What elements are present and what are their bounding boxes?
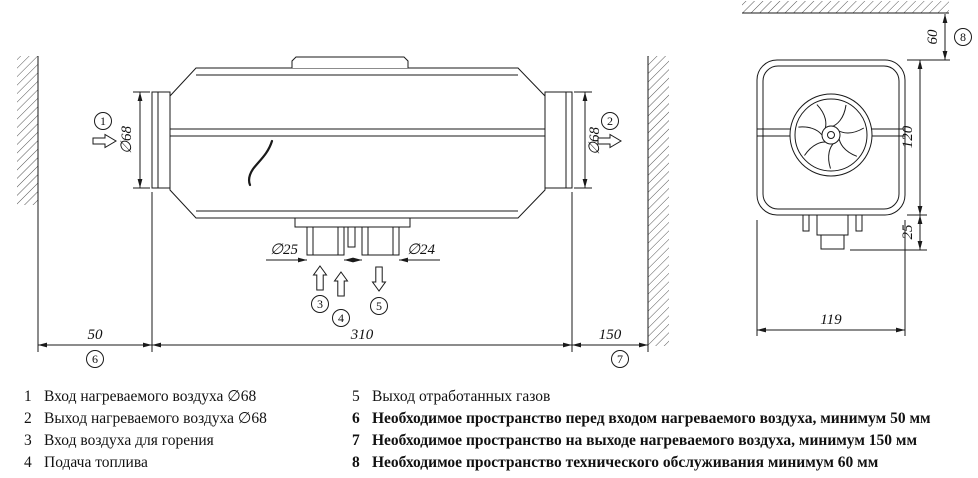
callout-1-badge: [94, 112, 112, 130]
callout-5: 5: [370, 266, 388, 315]
ceiling-hatch: [742, 1, 949, 14]
svg-text:2: 2: [607, 114, 613, 128]
legend-item-number: 5: [352, 388, 360, 405]
dim-bottom-chain: 50 310 150: [38, 192, 648, 352]
dim-stub-height: 25: [850, 215, 927, 251]
legend-item-7: 7 Необходимое пространство на выходе нагр…: [352, 430, 931, 452]
callout-7-badge: [611, 350, 629, 368]
legend-item-text: Подача топлива: [44, 454, 148, 471]
end-stub-lower: [820, 234, 845, 250]
end-body-inner: [762, 65, 900, 210]
end-stub-upper: [816, 214, 849, 236]
callout-5-badge: [370, 297, 388, 315]
svg-text:3: 3: [317, 297, 323, 311]
legend-item-text: Необходимое пространство перед входом на…: [372, 410, 931, 427]
legend-item-text: Необходимое пространство на выходе нагре…: [372, 432, 918, 449]
outlet-clearance-label: 150: [599, 327, 622, 343]
callout-3-badge: [311, 295, 329, 313]
legend-item-number: 6: [352, 410, 360, 427]
legend-item-4: 4 Подача топлива: [24, 452, 267, 474]
body-length-label: 310: [350, 327, 374, 343]
svg-text:1: 1: [100, 114, 106, 128]
heater-body: [169, 67, 546, 219]
end-pin-left: [802, 214, 810, 232]
side-view: [151, 56, 573, 256]
callout-6-badge: [86, 350, 104, 368]
stub-height-label: 25: [900, 224, 916, 240]
legend-item-text: Выход отработанных газов: [372, 388, 551, 405]
top-clearance-label: 60: [925, 29, 941, 45]
legend-item-1: 1 Вход нагреваемого воздуха ∅68: [24, 386, 267, 408]
callout-8-badge: [954, 28, 972, 46]
legend-item-number: 2: [24, 410, 32, 427]
legend-item-text: Выход нагреваемого воздуха ∅68: [44, 410, 267, 427]
front-clearance-label: 50: [88, 327, 104, 343]
callout-2: 2: [597, 112, 622, 149]
callout-8: 8: [954, 28, 972, 46]
legend-item-number: 7: [352, 432, 360, 449]
svg-text:8: 8: [960, 30, 966, 44]
callout-3: 3: [311, 265, 329, 313]
outlet-diameter-label: ∅68: [587, 126, 603, 155]
dim-outlet-diameter: ∅68: [574, 91, 603, 189]
svg-text:5: 5: [376, 299, 382, 313]
callout-4-badge: [332, 309, 350, 327]
callout-2-badge: [601, 112, 619, 130]
dim-inlet-diameter: ∅68: [119, 91, 150, 189]
svg-text:7: 7: [617, 352, 623, 366]
svg-text:4: 4: [338, 311, 344, 325]
wiring-harness: [247, 139, 274, 187]
callout-7: 7: [611, 350, 629, 368]
body-height-label: 120: [900, 125, 916, 148]
flow-arrow-right-icon: [597, 133, 622, 149]
left-wall-hatch: [17, 56, 39, 352]
fan-grille-inner: [794, 98, 868, 172]
legend-item-5: 5 Выход отработанных газов: [352, 386, 931, 408]
dim-body-height: 120: [900, 60, 927, 216]
legend-item-number: 4: [24, 454, 32, 471]
combustion-pipe-diameter-label: ∅25: [270, 242, 299, 258]
legend-item-3: 3 Вход воздуха для горения: [24, 430, 267, 452]
end-pin-right: [855, 214, 863, 232]
callout-1: 1: [92, 112, 117, 149]
legend-item-2: 2 Выход нагреваемого воздуха ∅68: [24, 408, 267, 430]
exhaust-pipe-diameter-label: ∅24: [407, 242, 436, 258]
dim-pipe-diameters: ∅25 ∅24: [266, 242, 440, 263]
callout-6: 6: [86, 350, 104, 368]
technical-drawing: ∅68 ∅68 50 310 150: [17, 1, 972, 368]
right-wall-hatch: [647, 56, 669, 352]
bottom-plate: [294, 217, 411, 228]
flow-arrow-down-icon: [371, 266, 387, 292]
body-width-label: 119: [820, 312, 842, 328]
flow-arrow-up-icon: [312, 265, 328, 291]
svg-text:6: 6: [92, 352, 98, 366]
end-view: [756, 59, 906, 250]
legend-item-number: 3: [24, 432, 32, 449]
legend-item-6: 6 Необходимое пространство перед входом н…: [352, 408, 931, 430]
mounting-rail: [291, 56, 409, 68]
dim-body-width: 119: [756, 220, 906, 336]
flow-arrow-right-icon: [92, 133, 117, 149]
dim-top-clearance: 60: [907, 14, 950, 61]
outlet-flange: [544, 91, 573, 189]
legend-item-8: 8 Необходимое пространство технического о…: [352, 452, 931, 474]
fuel-inlet-pin: [347, 226, 356, 248]
inlet-flange: [151, 91, 171, 189]
callout-4: 4: [332, 271, 350, 327]
legend-item-number: 1: [24, 388, 32, 405]
legend-item-number: 8: [352, 454, 360, 471]
legend-item-text: Необходимое пространство технического об…: [372, 454, 879, 471]
legend-item-text: Вход нагреваемого воздуха ∅68: [44, 388, 257, 405]
legend-item-text: Вход воздуха для горения: [44, 432, 214, 449]
legend-column-left: 1 Вход нагреваемого воздуха ∅68 2 Выход на…: [24, 386, 267, 474]
flow-arrow-up-icon: [333, 271, 349, 297]
inlet-diameter-label: ∅68: [119, 125, 135, 154]
fan-hub-center: [827, 131, 835, 139]
